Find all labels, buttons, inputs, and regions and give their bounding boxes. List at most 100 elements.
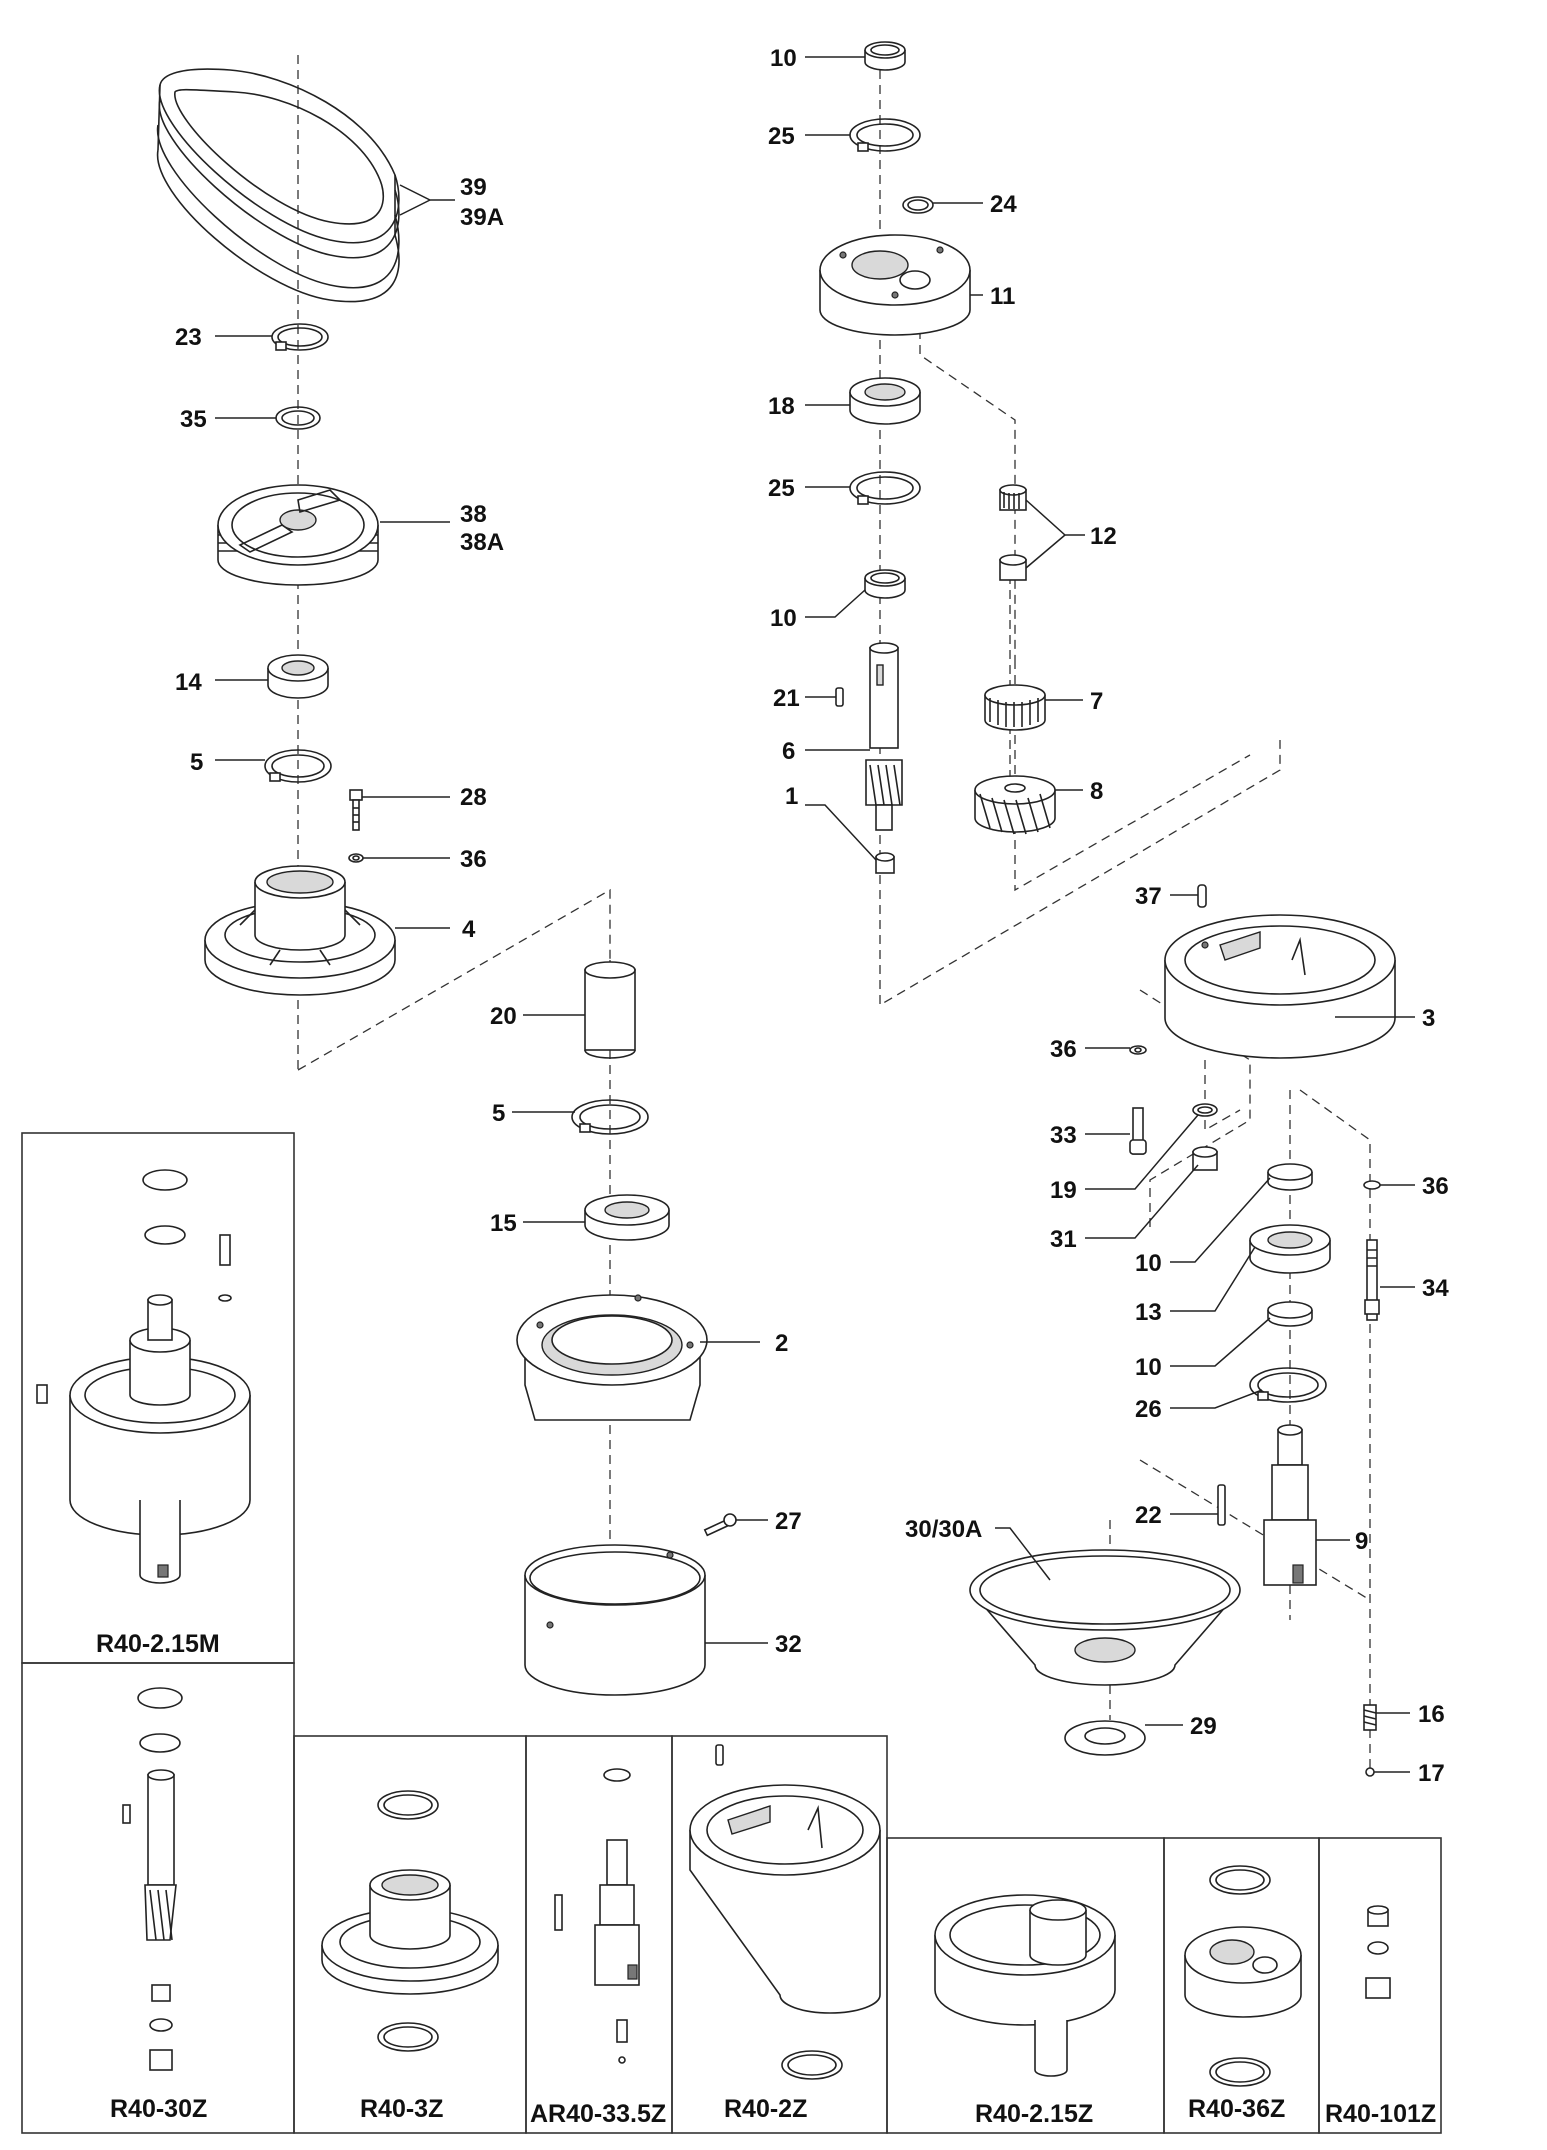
callout-25-a: 25	[768, 123, 795, 150]
callout-36-c: 36	[1422, 1173, 1449, 1200]
gear-8	[974, 775, 1056, 835]
callout-1: 1	[785, 783, 798, 810]
ball-17	[1365, 1767, 1375, 1777]
callout-28: 28	[460, 784, 487, 811]
kit-label-r40-30z: R40-30Z	[110, 2095, 207, 2123]
callout-30-30a: 30/30A	[905, 1516, 982, 1543]
callout-19: 19	[1050, 1177, 1077, 1204]
ring-19	[1192, 1103, 1218, 1117]
callout-13: 13	[1135, 1299, 1162, 1326]
kit-label-r40-2-15m: R40-2.15M	[96, 1630, 220, 1658]
key-22	[1217, 1484, 1226, 1526]
gear-housing-3	[1164, 914, 1396, 1059]
kit-label-r40-2-15z: R40-2.15Z	[975, 2100, 1093, 2128]
callout-17: 17	[1418, 1760, 1445, 1787]
circlip-5-upper	[264, 749, 332, 783]
washer-36-a	[348, 853, 364, 863]
callout-24: 24	[990, 191, 1017, 218]
callout-8: 8	[1090, 778, 1103, 805]
callout-39: 39	[460, 174, 487, 201]
callout-labels: 39 39A 23 35 38 38A 14 5 28 36 4 10 25 2…	[175, 45, 1449, 1787]
snap-ring-23	[271, 323, 329, 351]
callout-10-c: 10	[1135, 1250, 1162, 1277]
needle-bearing-31	[1192, 1146, 1218, 1171]
callout-4: 4	[462, 916, 476, 943]
callout-26: 26	[1135, 1396, 1162, 1423]
callout-7: 7	[1090, 688, 1103, 715]
kit-drawing-r40-36z	[1184, 1865, 1302, 2087]
circlip-26	[1249, 1367, 1327, 1403]
cup-29	[1064, 1720, 1146, 1756]
callout-15: 15	[490, 1210, 517, 1237]
callout-29: 29	[1190, 1713, 1217, 1740]
kit-drawing-r40-2-15m	[36, 1169, 251, 1584]
callout-36-a: 36	[460, 846, 487, 873]
callout-27: 27	[775, 1508, 802, 1535]
kit-label-r40-3z: R40-3Z	[360, 2095, 443, 2123]
needle-bearings-12	[999, 484, 1027, 581]
dowel-pin-37	[1197, 884, 1207, 908]
circlip-25-b	[849, 471, 921, 505]
callout-38a: 38A	[460, 529, 504, 556]
callout-3: 3	[1422, 1005, 1435, 1032]
kit-drawing-r40-2-15z	[934, 1894, 1116, 2077]
sleeve-20	[584, 961, 636, 1059]
callout-35: 35	[180, 406, 207, 433]
callout-33: 33	[1050, 1122, 1077, 1149]
kit-labels: R40-2.15M R40-30Z R40-3Z AR40-33.5Z R40-…	[96, 1630, 1436, 2128]
hopper-30	[969, 1549, 1241, 1686]
washer-36-c	[1363, 1180, 1381, 1190]
callout-10-b: 10	[770, 605, 797, 632]
bearing-14	[267, 654, 329, 699]
needle-bearing-1	[875, 852, 895, 874]
callout-10-d: 10	[1135, 1354, 1162, 1381]
key-21	[835, 687, 844, 707]
bushing-10-c	[1267, 1163, 1313, 1191]
callout-2: 2	[775, 1330, 788, 1357]
callout-23: 23	[175, 324, 202, 351]
kit-frames	[21, 1132, 1442, 2134]
callout-18: 18	[768, 393, 795, 420]
callout-20: 20	[490, 1003, 517, 1030]
gear-7	[984, 684, 1046, 731]
kit-drawing-r40-3z	[321, 1790, 499, 2052]
callout-39a: 39A	[460, 204, 504, 231]
bushing-10-a	[864, 41, 906, 71]
bolt-34	[1364, 1239, 1380, 1321]
callout-25-b: 25	[768, 475, 795, 502]
callout-32: 32	[775, 1631, 802, 1658]
callout-6: 6	[782, 738, 795, 765]
callout-5-lower: 5	[492, 1100, 505, 1127]
screw-27	[703, 1513, 737, 1537]
callout-10-a: 10	[770, 45, 797, 72]
circlip-25-a	[849, 118, 921, 152]
bushing-10-d	[1267, 1301, 1313, 1327]
ring-24	[902, 196, 934, 214]
gear-cover-11	[819, 234, 971, 336]
callout-21: 21	[773, 685, 800, 712]
circlip-5-lower	[571, 1099, 649, 1135]
bearing-housing-4	[204, 865, 396, 996]
callout-16: 16	[1418, 1701, 1445, 1728]
callout-34: 34	[1422, 1275, 1449, 1302]
callout-14: 14	[175, 669, 202, 696]
screw-33	[1129, 1107, 1147, 1155]
callout-36-b: 36	[1050, 1036, 1077, 1063]
kit-drawing-ar40-33-5z	[554, 1768, 640, 2064]
bushing-10-b	[864, 569, 906, 599]
output-shaft-9	[1263, 1424, 1317, 1586]
washer-36-b	[1129, 1045, 1147, 1055]
bearing-13	[1249, 1224, 1331, 1274]
kit-drawing-r40-2z	[689, 1744, 881, 2080]
callout-11: 11	[990, 283, 1015, 310]
callout-31: 31	[1050, 1226, 1077, 1253]
leader-lines	[215, 56, 1415, 1773]
pinion-shaft-6	[865, 642, 903, 831]
kit-drawing-r40-101z	[1365, 1905, 1391, 1999]
callout-5-upper: 5	[190, 749, 203, 776]
v-belt-set	[156, 68, 400, 303]
callout-38: 38	[460, 501, 487, 528]
callout-37: 37	[1135, 883, 1162, 910]
callout-12: 12	[1090, 523, 1117, 550]
